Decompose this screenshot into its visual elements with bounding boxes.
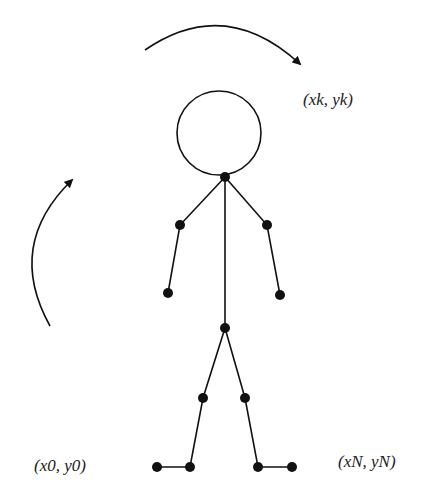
left-arm (168, 177, 225, 293)
right-leg (225, 328, 292, 467)
rotation-arrow (32, 180, 72, 326)
right-arm (225, 177, 280, 295)
point-label: (x0, y0) (34, 456, 86, 476)
body-line (224, 177, 226, 328)
point-label: (xN, yN) (338, 452, 396, 472)
joint-dots (152, 172, 297, 472)
point-label: (xk, yk) (303, 90, 353, 110)
head-circle (177, 91, 261, 175)
left-leg (157, 328, 225, 467)
rotation-arrow (145, 26, 300, 64)
